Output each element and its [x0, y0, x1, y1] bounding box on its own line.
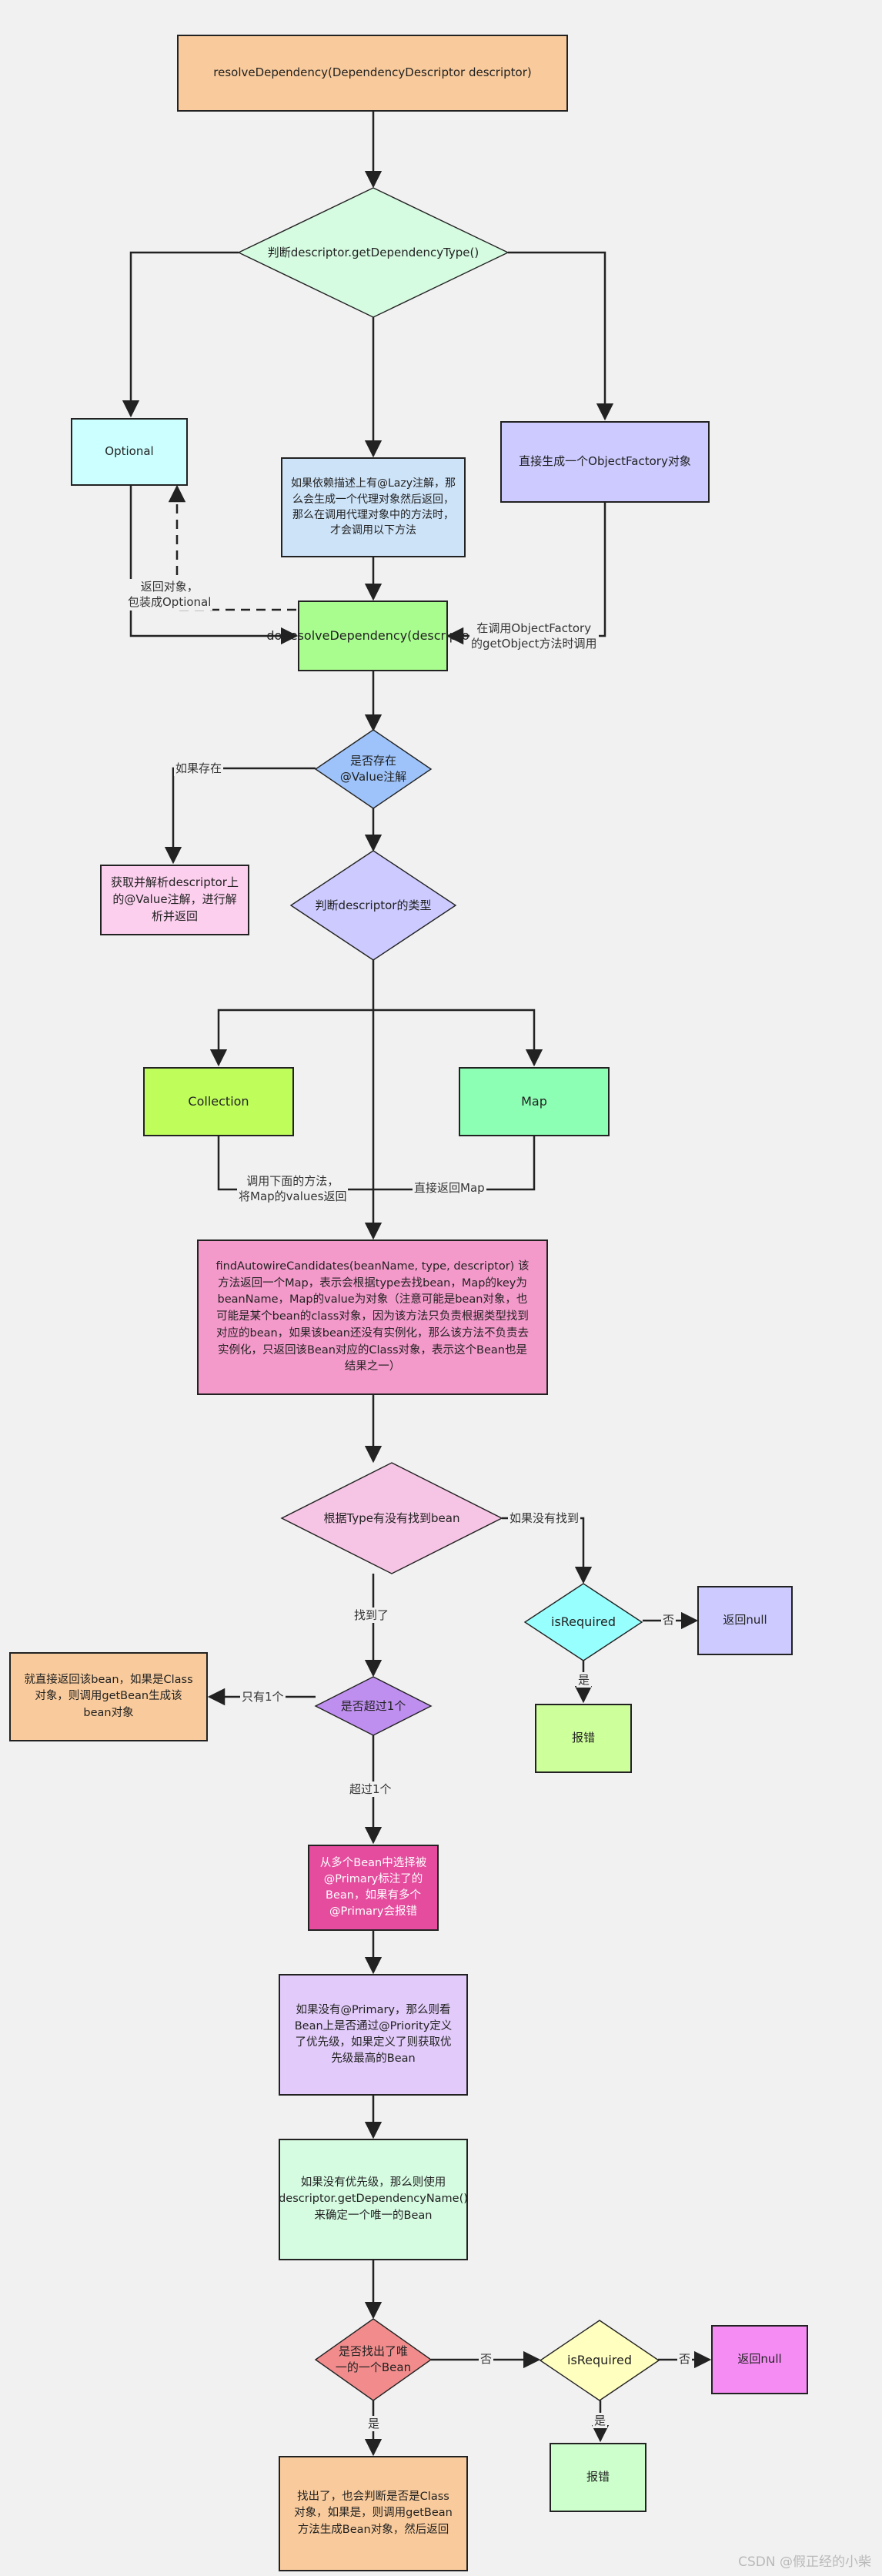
return-null-2-node: 返回null	[711, 2325, 808, 2394]
label-if-exists: 如果存在	[174, 761, 224, 777]
edge-judge-to-optional	[122, 251, 239, 418]
return-null-2-text: 返回null	[737, 2352, 782, 2367]
has-value-annotation-diamond: 是否存在@Value注解	[316, 730, 431, 808]
label-call-object-factory: 在调用ObjectFactory 的getObject方法时调用	[469, 621, 599, 652]
find-autowire-candidates-node: findAutowireCandidates(beanName, type, d…	[197, 1239, 548, 1395]
priority-node: 如果没有@Primary，那么则看Bean上是否通过@Priority定义了优先…	[279, 1974, 468, 2096]
is-required-2-text: isRequired	[567, 2352, 632, 2367]
do-resolve-dependency-node: doResolveDependency(descriptor)	[266, 601, 479, 671]
value-parse-text: 获取并解析descriptor上的@Value注解，进行解析并返回	[111, 875, 239, 923]
map-node: Map	[459, 1067, 610, 1136]
label-call-collection: 调用下面的方法， 将Map的values返回	[237, 1173, 349, 1205]
only-one-result-node: 就直接返回该bean，如果是Class对象，则调用getBean生成该bean对…	[9, 1652, 208, 1741]
label-no-3: 否	[677, 2351, 693, 2367]
label-no-2: 否	[479, 2351, 494, 2367]
edge-objectfactory-to-doresolve	[446, 502, 606, 645]
is-required-1-diamond: isRequired	[525, 1584, 642, 1661]
has-value-annotation-text: 是否存在@Value注解	[339, 754, 407, 784]
edge-doresolve-return-optional	[168, 484, 296, 611]
final-result-text: 找出了，也会判断是否是Class对象，如果是，则调用getBean方法生成Bea…	[294, 2491, 453, 2536]
more-than-one-diamond: 是否超过1个	[316, 1677, 431, 1735]
final-result-node: 找出了，也会判断是否是Class对象，如果是，则调用getBean方法生成Bea…	[279, 2456, 468, 2571]
found-by-type-text: 根据Type有没有找到bean	[323, 1510, 460, 1525]
edge-foundbytype-to-isrequired1	[502, 1517, 593, 1584]
primary-node: 从多个Bean中选择被@Primary标注了的Bean，如果有多个@Primar…	[308, 1845, 439, 1931]
optional-node: Optional	[71, 418, 188, 486]
lazy-proxy-text: 如果依赖描述上有@Lazy注解，那么会生成一个代理对象然后返回，那么在调用代理对…	[290, 477, 456, 537]
label-return-optional: 返回对象， 包装成Optional	[126, 579, 213, 611]
edge-judgekind-to-map	[373, 1009, 543, 1067]
label-if-not-found: 如果没有找到	[508, 1510, 581, 1527]
edge-optional-to-doresolve	[129, 485, 299, 645]
label-more-than-one: 超过1个	[348, 1781, 393, 1798]
object-factory-node: 直接生成一个ObjectFactory对象	[500, 421, 710, 503]
is-required-2-diamond: isRequired	[540, 2320, 659, 2400]
dependency-name-text: 如果没有优先级，那么则使用descriptor.getDependencyNam…	[279, 2176, 468, 2222]
found-by-type-diamond: 根据Type有没有找到bean	[282, 1463, 502, 1574]
error-2-node: 报错	[550, 2443, 646, 2512]
resolve-dependency-text: resolveDependency(DependencyDescriptor d…	[213, 65, 532, 80]
label-return-map: 直接返回Map	[413, 1180, 486, 1196]
error-1-text: 报错	[571, 1731, 595, 1745]
collection-text: Collection	[188, 1094, 249, 1109]
optional-text: Optional	[105, 444, 154, 459]
label-no-1: 否	[661, 1612, 677, 1628]
judge-descriptor-kind-text: 判断descriptor的类型	[315, 898, 432, 912]
error-1-node: 报错	[535, 1704, 632, 1773]
collection-node: Collection	[143, 1067, 294, 1136]
watermark: CSDN @假正经的小柴	[738, 2554, 871, 2570]
only-one-result-text: 就直接返回该bean，如果是Class对象，则调用getBean生成该bean对…	[24, 1674, 193, 1719]
label-yes-1: 是	[576, 1672, 592, 1688]
more-than-one-text: 是否超过1个	[340, 1698, 406, 1713]
return-null-1-node: 返回null	[697, 1586, 793, 1655]
edge-judge-to-objectfactory	[508, 251, 614, 421]
return-null-1-text: 返回null	[723, 1613, 767, 1628]
unique-found-text: 是否找出了唯一的一个Bean	[335, 2344, 412, 2374]
error-2-text: 报错	[586, 2470, 610, 2484]
do-resolve-dependency-text: doResolveDependency(descriptor)	[266, 628, 479, 644]
label-yes-3: 是	[593, 2413, 608, 2429]
edge-hasvalue-to-valueparse	[164, 767, 316, 865]
edge-judgekind-to-collection	[209, 959, 375, 1067]
object-factory-text: 直接生成一个ObjectFactory对象	[519, 454, 691, 469]
priority-text: 如果没有@Primary，那么则看Bean上是否通过@Priority定义了优先…	[294, 2003, 453, 2066]
label-yes-2: 是	[366, 2416, 382, 2432]
dependency-name-node: 如果没有优先级，那么则使用descriptor.getDependencyNam…	[279, 2139, 468, 2260]
primary-text: 从多个Bean中选择被@Primary标注了的Bean，如果有多个@Primar…	[319, 1856, 427, 1919]
lazy-proxy-node: 如果依赖描述上有@Lazy注解，那么会生成一个代理对象然后返回，那么在调用代理对…	[281, 457, 466, 557]
find-autowire-candidates-text: findAutowireCandidates(beanName, type, d…	[215, 1260, 530, 1373]
is-required-1-text: isRequired	[551, 1614, 616, 1629]
value-parse-node: 获取并解析descriptor上的@Value注解，进行解析并返回	[100, 865, 249, 935]
label-found: 找到了	[352, 1607, 391, 1624]
judge-descriptor-kind-diamond: 判断descriptor的类型	[291, 851, 456, 960]
judge-dependency-type-text: 判断descriptor.getDependencyType()	[267, 245, 479, 259]
resolve-dependency-node: resolveDependency(DependencyDescriptor d…	[177, 35, 568, 112]
label-only-one: 只有1个	[240, 1689, 286, 1705]
map-text: Map	[521, 1094, 547, 1109]
unique-found-diamond: 是否找出了唯一的一个Bean	[316, 2319, 431, 2400]
judge-dependency-type-diamond: 判断descriptor.getDependencyType()	[239, 188, 508, 317]
